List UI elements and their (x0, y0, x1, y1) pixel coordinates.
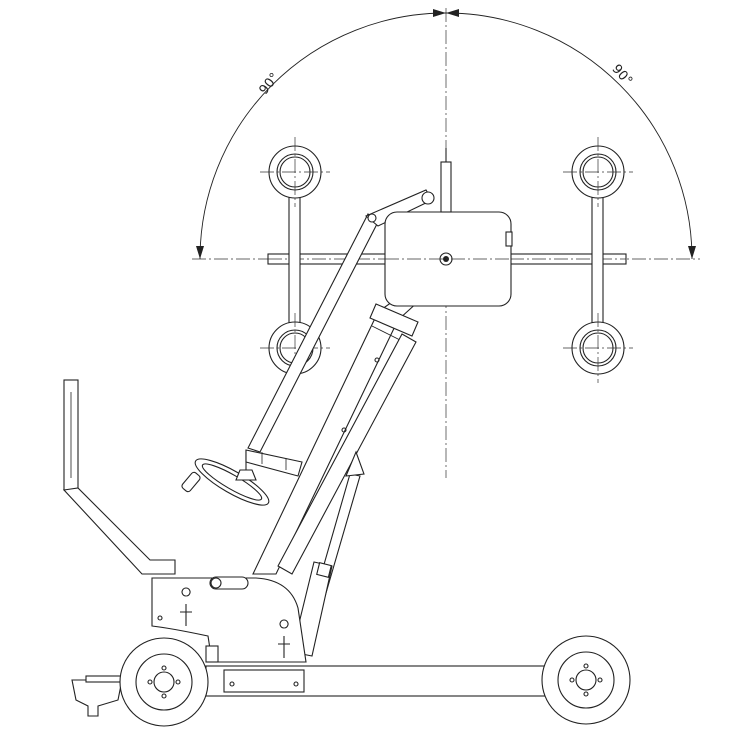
handwheel-knob (181, 471, 201, 493)
cylinder-mount (345, 450, 365, 477)
pump-mast (440, 161, 452, 213)
arc-arrow-left (196, 246, 204, 259)
wheel (541, 635, 631, 725)
steering-handle (62, 379, 176, 575)
suction-cup (563, 137, 633, 207)
wheel (119, 637, 209, 727)
handwheel (181, 449, 303, 506)
arc-arrow-top-right (446, 9, 459, 17)
angle-label-right: 90° (609, 62, 636, 89)
column-housing (151, 577, 307, 663)
chassis (71, 576, 607, 717)
arc-arrow-right (688, 246, 696, 259)
angle-label-left: 90° (257, 70, 283, 97)
arc-arrow-top-left (433, 9, 446, 17)
boom-guide (277, 333, 417, 575)
safety-pin (278, 619, 290, 658)
handwheel-rim (194, 458, 270, 506)
suction-cup (563, 313, 633, 383)
telescopic-boom (247, 189, 435, 575)
foot-pedal (71, 679, 123, 717)
vacuum-pump-housing (384, 148, 513, 307)
boom-collar (369, 303, 419, 337)
suction-cup (260, 137, 330, 207)
safety-pin (180, 587, 192, 626)
housing-slot (209, 576, 249, 590)
handle-arm (62, 487, 176, 575)
handwheel-bracket (245, 449, 303, 477)
